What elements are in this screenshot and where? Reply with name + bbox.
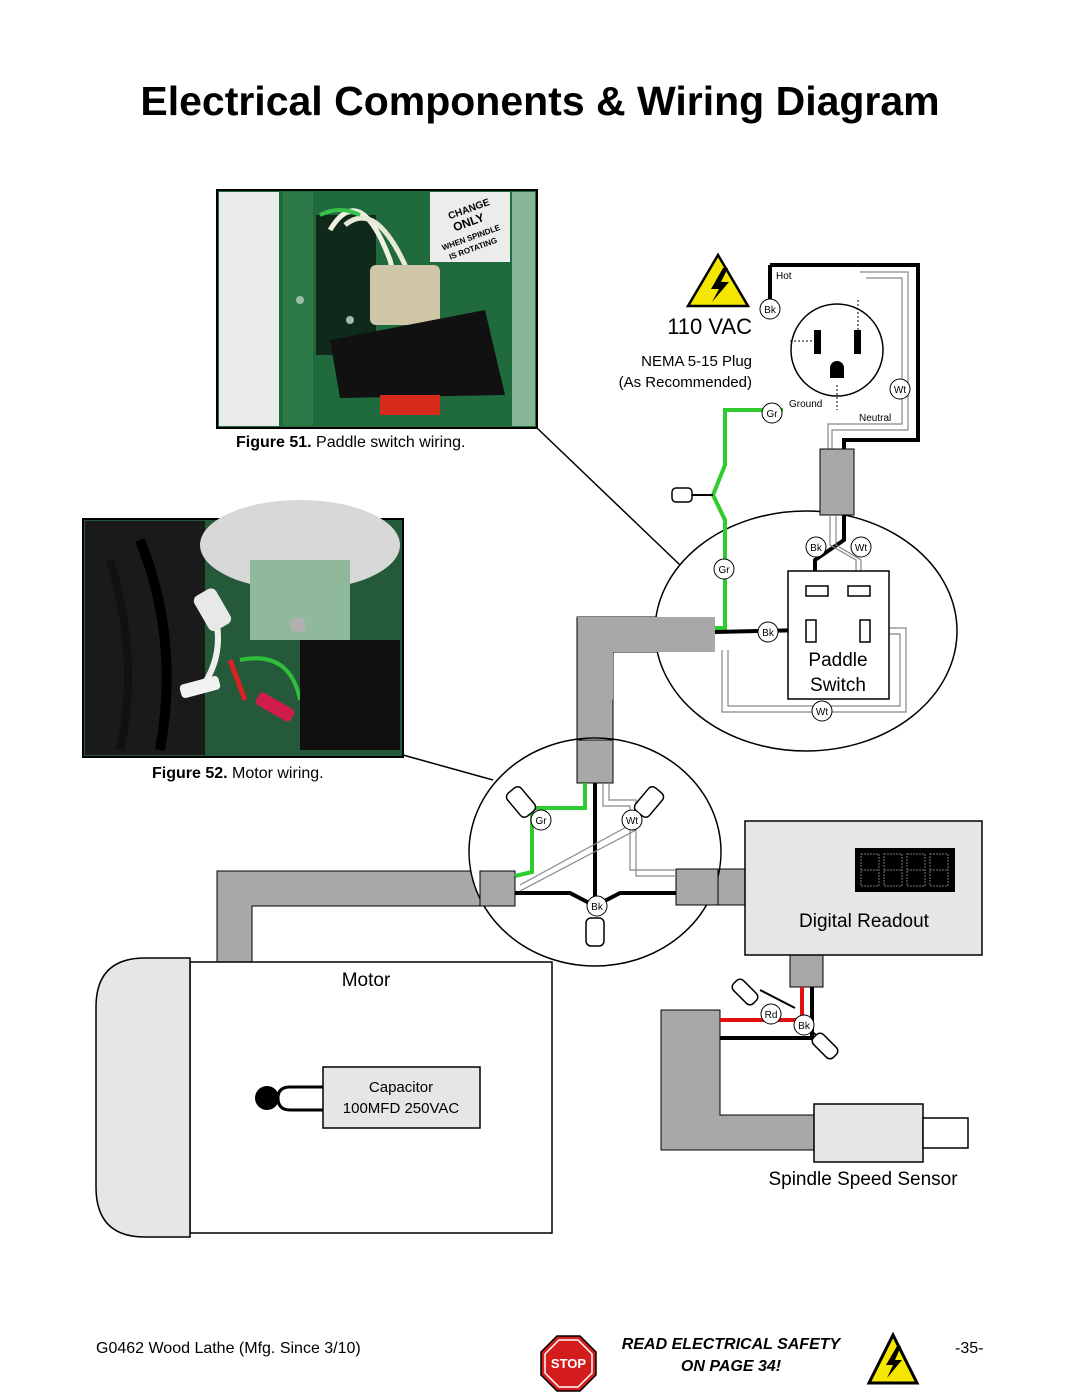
plug-wiring: Hot Ground Neutral Bk Wt Gr: [671, 263, 920, 628]
tag-gr-switch: Gr: [718, 565, 730, 576]
voltage-label: 110 VAC: [667, 314, 752, 339]
neutral-label: Neutral: [859, 413, 891, 424]
ground-label: Ground: [789, 399, 822, 410]
footer-warning-icon: [866, 1331, 920, 1385]
figure-51-caption: Figure 51. Paddle switch wiring.: [236, 434, 465, 452]
figure-52-photo: [82, 500, 404, 758]
tag-wt-neutral: Wt: [894, 385, 906, 396]
tag-bk-sensor: Bk: [798, 1021, 811, 1032]
figure-51-label: Figure 51.: [236, 434, 312, 451]
stop-sign-text: STOP: [551, 1356, 586, 1371]
figure-52-caption: Figure 52. Motor wiring.: [152, 765, 324, 783]
capacitor-label-2: 100MFD 250VAC: [343, 1100, 460, 1117]
capacitor-label-1: Capacitor: [369, 1079, 433, 1096]
plug-note: (As Recommended): [619, 374, 752, 391]
footer-page-number: -35-: [955, 1340, 984, 1357]
tag-wt-switch-out: Wt: [816, 707, 828, 718]
stop-sign-icon: STOP: [540, 1335, 597, 1392]
tag-gr-motor: Gr: [535, 816, 547, 827]
switch-label-2: Switch: [810, 675, 866, 696]
tag-bk-hot: Bk: [764, 305, 777, 316]
motor-junction-circle: Gr Wt Bk: [468, 737, 722, 967]
tag-bk-motor: Bk: [591, 902, 604, 913]
sensor-label: Spindle Speed Sensor: [768, 1169, 958, 1190]
tag-rd-sensor: Rd: [765, 1010, 778, 1021]
hot-label: Hot: [776, 271, 792, 282]
tag-bk-switch-out: Bk: [762, 628, 775, 639]
footer-notice: READ ELECTRICAL SAFETY ON PAGE 34!: [600, 1334, 862, 1378]
plug-label: NEMA 5-15 Plug: [641, 353, 752, 370]
spindle-speed-sensor: Spindle Speed Sensor: [768, 1103, 969, 1190]
digital-readout: Digital Readout: [744, 820, 983, 956]
figure-51-text: Paddle switch wiring.: [316, 434, 466, 451]
switch-label-1: Paddle: [808, 650, 867, 671]
page-title: Electrical Components & Wiring Diagram: [140, 78, 940, 124]
tag-gr-ground: Gr: [766, 409, 778, 420]
tag-bk-switch-in: Bk: [810, 543, 823, 554]
figure-52-label: Figure 52.: [152, 765, 228, 782]
figure-51-photo: CHANGE ONLY WHEN SPINDLE IS ROTATING: [216, 189, 538, 429]
warning-triangle-icon: [685, 252, 751, 308]
footer-notice-line-1: READ ELECTRICAL SAFETY: [621, 1336, 841, 1353]
motor: Motor Capacitor 100MFD 250VAC: [95, 957, 553, 1238]
footer-notice-line-2: ON PAGE 34!: [680, 1358, 782, 1375]
tag-wt-switch-in: Wt: [855, 543, 867, 554]
figure-52-text: Motor wiring.: [232, 765, 324, 782]
motor-label: Motor: [342, 970, 391, 991]
readout-display-icon: [860, 853, 949, 887]
sensor-wiring: Rd Bk: [720, 978, 839, 1060]
tag-wt-motor: Wt: [626, 816, 638, 827]
switch-zoom-circle: Paddle Switch Bk Wt Gr Bk Wt: [577, 448, 958, 752]
footer-model: G0462 Wood Lathe (Mfg. Since 3/10): [96, 1340, 361, 1357]
readout-label: Digital Readout: [799, 911, 930, 932]
